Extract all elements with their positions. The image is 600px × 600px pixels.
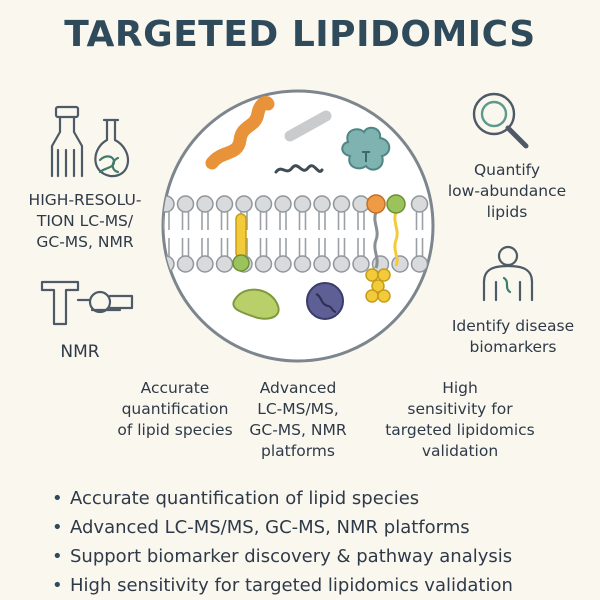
nmr-label-text: NMR <box>60 342 100 362</box>
lipid-head <box>274 255 292 273</box>
lipid-head <box>215 195 234 213</box>
bullet-item: Support biomarker discovery & pathway an… <box>52 542 513 571</box>
lipid-head <box>235 195 253 213</box>
lipid-head <box>215 255 234 273</box>
wavy-tail-yellow <box>393 211 399 267</box>
instrument-label-text: HIGH-RESOLU- TION LC-MS/ GC-MS, NMR <box>28 191 142 251</box>
accuracy-label-text: Accurate quantification of lipid species <box>117 379 233 439</box>
sensitivity-label: High sensitivity for targeted lipidomics… <box>370 378 550 462</box>
bullet-item: High sensitivity for targeted lipidomics… <box>52 571 513 600</box>
person-biomarker-icon <box>482 245 534 302</box>
quantify-label-text: Quantify low-abundance lipids <box>447 161 567 221</box>
lipid-head <box>196 255 214 273</box>
sensitivity-label-text: High sensitivity for targeted lipidomics… <box>385 379 535 460</box>
lipid-head <box>254 195 273 213</box>
lipid-head <box>196 195 214 213</box>
lipid-head <box>163 195 175 213</box>
lipid-head <box>332 195 351 213</box>
lipid-head <box>410 255 429 273</box>
quantify-label: Quantify low-abundance lipids <box>432 160 582 223</box>
identify-label-text: Identify disease biomarkers <box>451 317 575 356</box>
platforms-label-text: Advanced LC-MS/MS, GC-MS, NMR platforms <box>249 379 347 460</box>
accuracy-label: Accurate quantification of lipid species <box>110 378 240 441</box>
lipid-head <box>176 195 195 213</box>
green-lipid-droplet <box>232 288 280 320</box>
orange-lipid-head <box>366 194 386 214</box>
purple-vesicle <box>306 282 344 320</box>
lipid-head <box>274 195 292 213</box>
lipid-head <box>352 255 370 273</box>
teal-protein-molecule <box>341 126 391 171</box>
wavy-tail-gray <box>373 211 379 269</box>
lipid-head <box>293 255 312 273</box>
platforms-label: Advanced LC-MS/MS, GC-MS, NMR platforms <box>238 378 358 462</box>
lipid-head <box>313 195 331 213</box>
instrument-label: HIGH-RESOLU- TION LC-MS/ GC-MS, NMR <box>10 190 160 253</box>
green-lipid-head <box>386 194 406 214</box>
yellow-transmembrane-protein <box>235 213 247 259</box>
bullet-item: Advanced LC-MS/MS, GC-MS, NMR platforms <box>52 513 513 542</box>
green-head-lower <box>232 254 250 272</box>
glycolipid-cluster <box>365 268 391 303</box>
lipid-head <box>293 195 312 213</box>
lipid-head <box>391 255 409 273</box>
orange-peptide-molecule <box>205 96 275 170</box>
feature-bullet-list: Accurate quantification of lipid species… <box>52 484 513 600</box>
lipid-head <box>254 255 273 273</box>
identify-label: Identify disease biomarkers <box>428 316 598 358</box>
magnifier-icon <box>472 92 529 149</box>
lab-equipment-icon <box>50 105 130 178</box>
dark-squiggle-molecule <box>274 164 324 174</box>
lipid-head <box>332 255 351 273</box>
page-title: TARGETED LIPIDOMICS <box>64 14 536 55</box>
bullet-item: Accurate quantification of lipid species <box>52 484 513 513</box>
lipid-head <box>176 255 195 273</box>
nmr-label: NMR <box>30 342 130 363</box>
nmr-instrument-icon <box>40 280 134 326</box>
gray-capsule-molecule <box>284 110 332 142</box>
lipid-head <box>313 255 331 273</box>
lipid-head <box>410 195 429 213</box>
